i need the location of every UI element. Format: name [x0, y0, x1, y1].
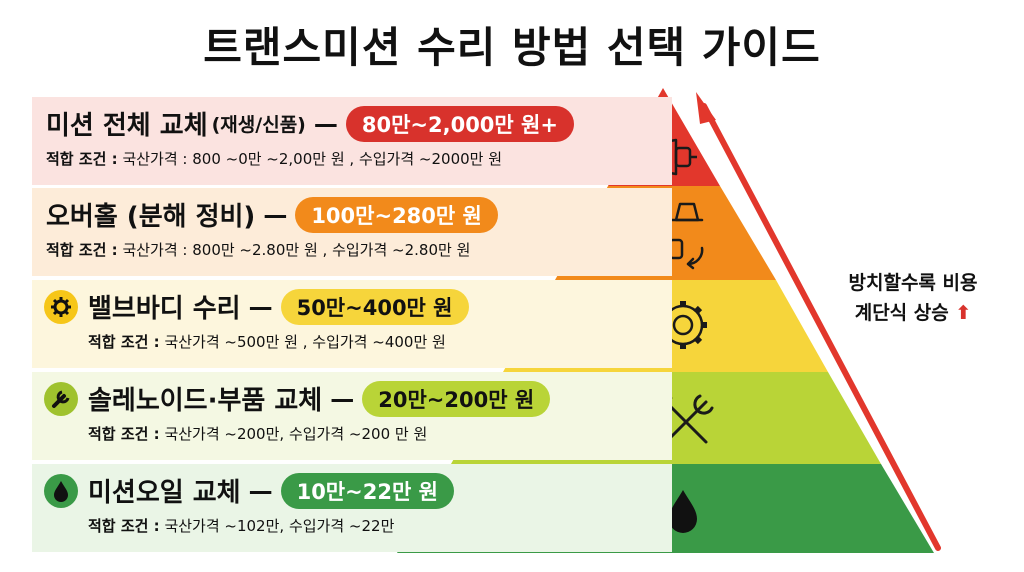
tier-name: 미션 전체 교체 [46, 111, 208, 141]
tier-row-solenoid: 솔레노이드·부품 교체 — 20만~200만 원 적합 조건 : 국산가격 ~2… [32, 372, 672, 460]
condition-text: 적합 조건 : 국산가격 ~500만 원 , 수입가격 ~400만 원 [88, 331, 672, 352]
dash: — [313, 109, 338, 138]
price-badge: 20만~200만 원 [362, 380, 551, 417]
wrench-icon [44, 381, 78, 416]
up-arrow-icon: ⬆ [955, 302, 972, 324]
oil-drop-icon [44, 473, 78, 508]
cost-arrow-head [696, 92, 716, 124]
oil-drop-icon [669, 490, 697, 533]
dash: — [263, 200, 288, 229]
tier-row-oil-change: 미션오일 교체 — 10만~22만 원 적합 조건 : 국산가격 ~102만, … [32, 464, 672, 552]
cost-rise-note: 방치할수록 비용 계단식 상승 ⬆ [818, 268, 1008, 328]
tier-name: 밸브바디 수리 [88, 294, 241, 324]
condition-text: 적합 조건 : 국산가격 ~200만, 수입가격 ~200 만 원 [88, 423, 672, 444]
cost-rise-line-1: 방치할수록 비용 [848, 272, 978, 294]
condition-label: 적합 조건 : [46, 241, 118, 259]
gear-icon [44, 289, 78, 324]
tier-row-full-replacement: 미션 전체 교체 (재생/신품) — 80만~2,000만 원+ 적합 조건 :… [32, 97, 672, 185]
tier-row-valve-body: 밸브바디 수리 — 50만~400만 원 적합 조건 : 국산가격 ~500만 … [32, 280, 672, 368]
dash: — [248, 292, 273, 321]
condition-label: 적합 조건 : [88, 517, 160, 535]
condition-label: 적합 조건 : [46, 150, 118, 168]
tier-name: 솔레노이드·부품 교체 [88, 386, 323, 416]
condition-text: 적합 조건 : 국산가격 : 800 ~0만 ~2,00만 원 , 수입가격 ~… [46, 148, 672, 169]
price-badge: 80만~2,000만 원+ [345, 105, 574, 142]
tier-row-overhaul: 오버홀 (분해 정비) — 100만~280만 원 적합 조건 : 국산가격 :… [32, 188, 672, 276]
price-badge: 100만~280만 원 [295, 196, 498, 233]
condition-value: 국산가격 ~500만 원 , 수입가격 ~400만 원 [164, 333, 446, 351]
cost-arrow-shaft [701, 103, 941, 551]
cost-rise-line-2: 계단식 상승 [854, 302, 949, 324]
tier-name: 미션오일 교체 [88, 478, 241, 508]
condition-value: 국산가격 : 800 ~0만 ~2,00만 원 , 수입가격 ~2000만 원 [122, 150, 503, 168]
dash: — [330, 384, 355, 413]
price-badge: 50만~400만 원 [280, 288, 469, 325]
page-title: 트랜스미션 수리 방법 선택 가이드 [203, 23, 821, 72]
condition-text: 적합 조건 : 국산가격 ~102만, 수입가격 ~22만 [88, 515, 672, 536]
condition-value: 국산가격 ~102만, 수입가격 ~22만 [164, 517, 395, 535]
condition-label: 적합 조건 : [88, 425, 160, 443]
condition-value: 국산가격 ~200만, 수입가격 ~200 만 원 [164, 425, 428, 443]
price-badge: 10만~22만 원 [280, 472, 454, 509]
tier-name: 오버홀 (분해 정비) [46, 202, 256, 232]
tier-name-sub: (재생/신품) [211, 114, 306, 136]
condition-label: 적합 조건 : [88, 333, 160, 351]
condition-value: 국산가격 : 800만 ~2.80만 원 , 수입가격 ~2.80만 원 [122, 241, 471, 259]
condition-text: 적합 조건 : 국산가격 : 800만 ~2.80만 원 , 수입가격 ~2.8… [46, 239, 672, 260]
dash: — [248, 476, 273, 505]
